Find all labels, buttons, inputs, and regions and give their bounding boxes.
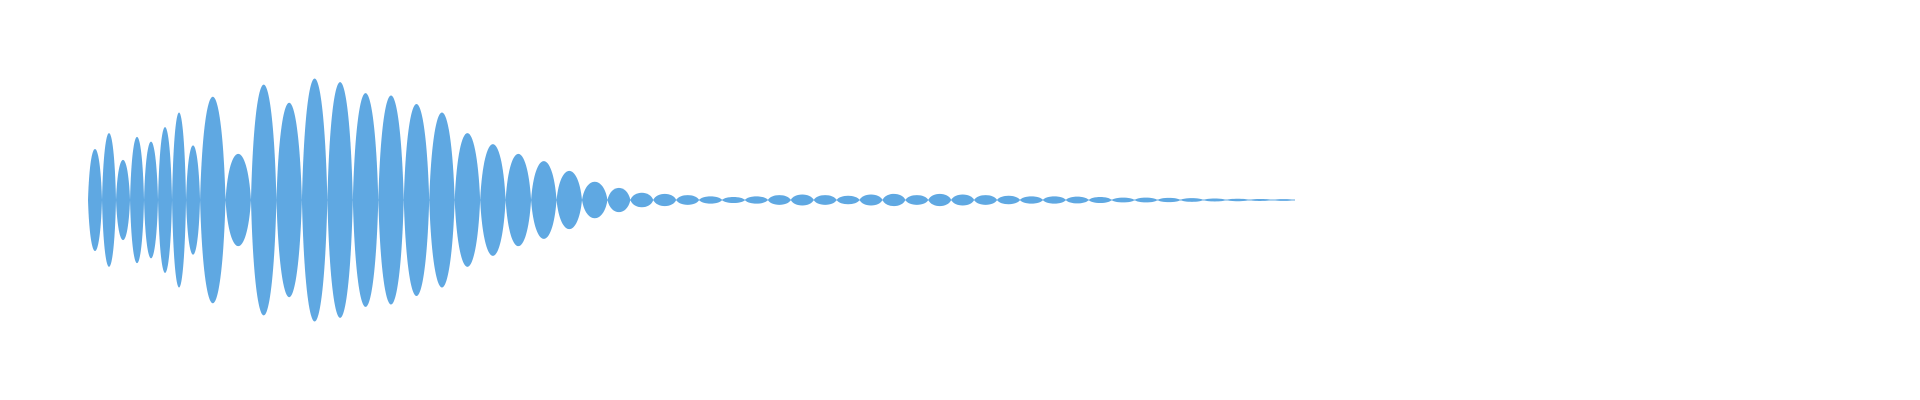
waveform-lobes <box>88 78 1295 322</box>
